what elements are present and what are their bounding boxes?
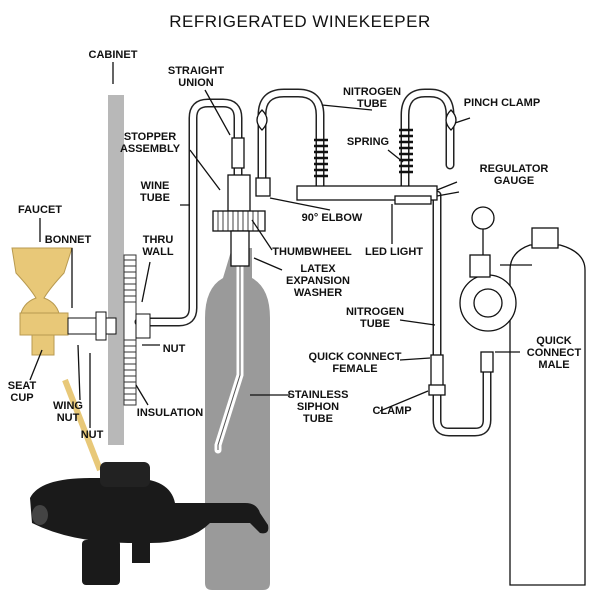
label-cabinet: CABINET [89,49,138,61]
label-bonnet: BONNET [45,234,92,246]
faucet-stick [62,378,103,472]
label-90-elbow: 90° ELBOW [302,212,363,224]
label-insulation: INSULATION [137,407,203,419]
nitrogen-tank [509,244,586,586]
label-nut-bottom: NUT [81,429,104,441]
label-thumbwheel: THUMBWHEEL [272,246,352,258]
led-light [394,195,432,205]
straight-union [231,137,245,169]
label-clamp: CLAMP [372,405,411,417]
clamp [428,384,446,396]
insulation [123,254,137,406]
faucet-photo [30,462,269,585]
label-faucet: FAUCET [18,204,62,216]
tank-valve [531,227,559,249]
pinch-clamp [256,109,457,131]
label-pinch-clamp: PINCH CLAMP [464,97,540,109]
latex-expansion-washer [230,230,250,267]
regulator-gauge [471,206,495,230]
elbow-fitting [255,177,271,197]
label-spring: SPRING [347,136,389,148]
spring [314,128,413,178]
label-led-light: LED LIGHT [365,246,423,258]
nitrogen-tube [257,88,492,437]
leader-lines [29,62,520,428]
quick-connect-male [480,351,494,373]
stopper-assembly [227,174,251,212]
wine-tube [134,98,243,327]
faucet [11,247,151,356]
label-nut-right: NUT [163,343,186,355]
cabinet-wall [108,95,124,445]
diagram-title: REFRIGERATED WINEKEEPER [169,12,431,31]
